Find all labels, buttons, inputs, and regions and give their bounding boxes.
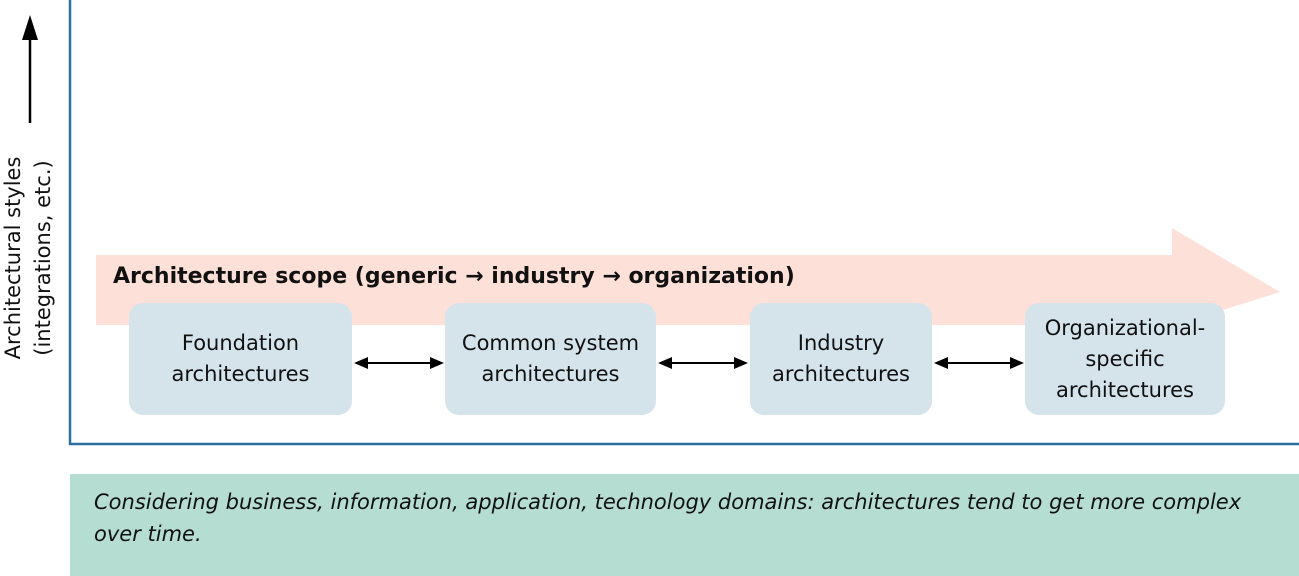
scope-arrow-shape (96, 228, 1280, 326)
y-axis-label-line1: Architectural styles (1, 156, 25, 360)
box-organizational-label: Organizational- specific architectures (1044, 315, 1206, 402)
link-common-industry (658, 357, 748, 369)
arrowhead-right-icon (430, 357, 444, 369)
note-panel: Considering business, information, appli… (70, 474, 1299, 576)
scope-label: Architecture scope (generic → industry →… (113, 264, 795, 289)
box-industry: Industry architectures (750, 303, 932, 415)
arrowhead-left-icon (354, 357, 368, 369)
up-arrow-icon (22, 15, 38, 40)
y-axis-label: Architectural styles (integrations, etc.… (0, 128, 68, 388)
box-organizational: Organizational- specific architectures (1025, 303, 1225, 415)
axes (22, 0, 1299, 446)
box-common-system-label: Common system architectures (461, 331, 640, 386)
box-foundation-label: Foundation architectures (171, 331, 310, 386)
arrowhead-left-icon (934, 357, 948, 369)
link-industry-organizational (934, 357, 1024, 369)
y-axis-label-line2: (integrations, etc.) (31, 160, 55, 356)
box-common-system: Common system architectures (445, 303, 656, 415)
box-industry-label: Industry architectures (771, 331, 910, 386)
note-text: Considering business, information, appli… (94, 490, 1242, 546)
scope-arrow (96, 228, 1280, 326)
arrowhead-right-icon (734, 357, 748, 369)
link-foundation-common (354, 357, 444, 369)
arrowhead-left-icon (658, 357, 672, 369)
arrowhead-right-icon (1010, 357, 1024, 369)
box-foundation: Foundation architectures (129, 303, 352, 415)
